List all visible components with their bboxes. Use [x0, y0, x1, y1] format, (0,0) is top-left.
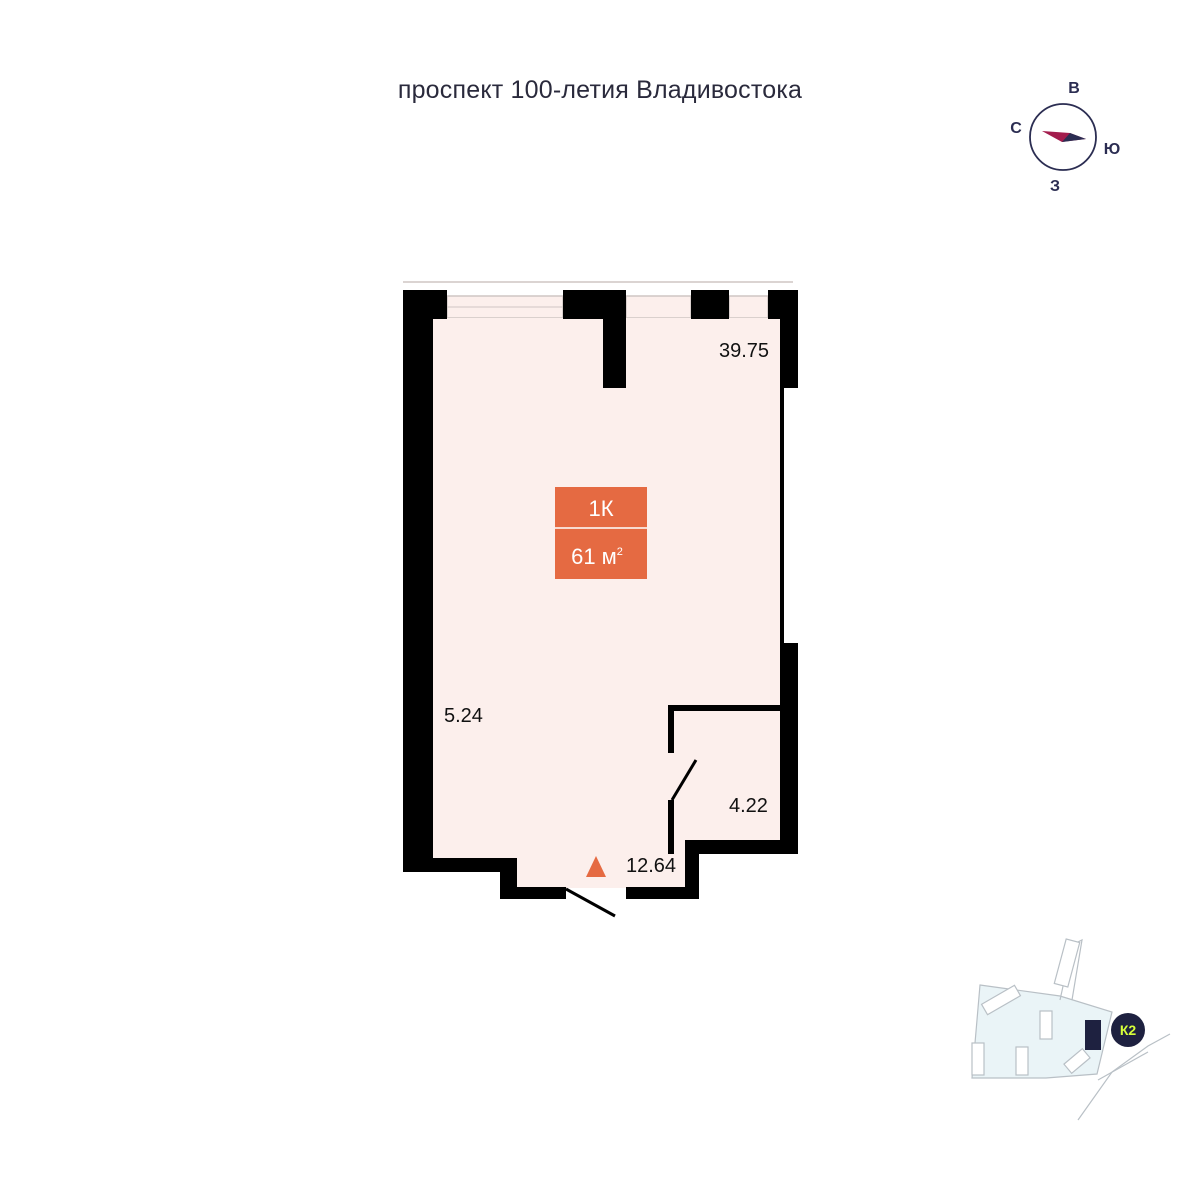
building-badge — [1111, 1013, 1145, 1047]
compass-icon: В С Ю З — [1010, 80, 1120, 195]
bathroom-door — [670, 759, 698, 801]
room-area-label: 5.24 — [444, 705, 483, 727]
window — [625, 295, 692, 319]
compass-west-label: З — [1050, 178, 1060, 195]
building-label: К2 — [1120, 1022, 1137, 1038]
apartment-plan: 39.75 5.24 4.22 12.64 1К 61 м2 — [403, 281, 798, 918]
room-floor — [432, 318, 780, 897]
entrance-door — [565, 887, 616, 918]
room-area-label: 4.22 — [729, 795, 768, 817]
window — [728, 295, 769, 319]
entrance-triangle-icon — [586, 856, 606, 877]
unit-area: 61 м2 — [571, 544, 623, 569]
compass-north-label: С — [1010, 120, 1022, 137]
highlighted-building — [1085, 1020, 1101, 1050]
room-area-label: 12.64 — [626, 855, 676, 877]
compass-south-label: Ю — [1104, 141, 1121, 158]
room-area-label: 39.75 — [719, 340, 769, 362]
street-name: проспект 100-летия Владивостока — [397, 76, 803, 104]
unit-type: 1К — [588, 496, 613, 521]
compass-east-label: В — [1068, 80, 1080, 97]
unit-badge: 1К 61 м2 — [555, 487, 647, 579]
walls — [403, 290, 798, 899]
site-plan: К2 — [971, 938, 1171, 1121]
